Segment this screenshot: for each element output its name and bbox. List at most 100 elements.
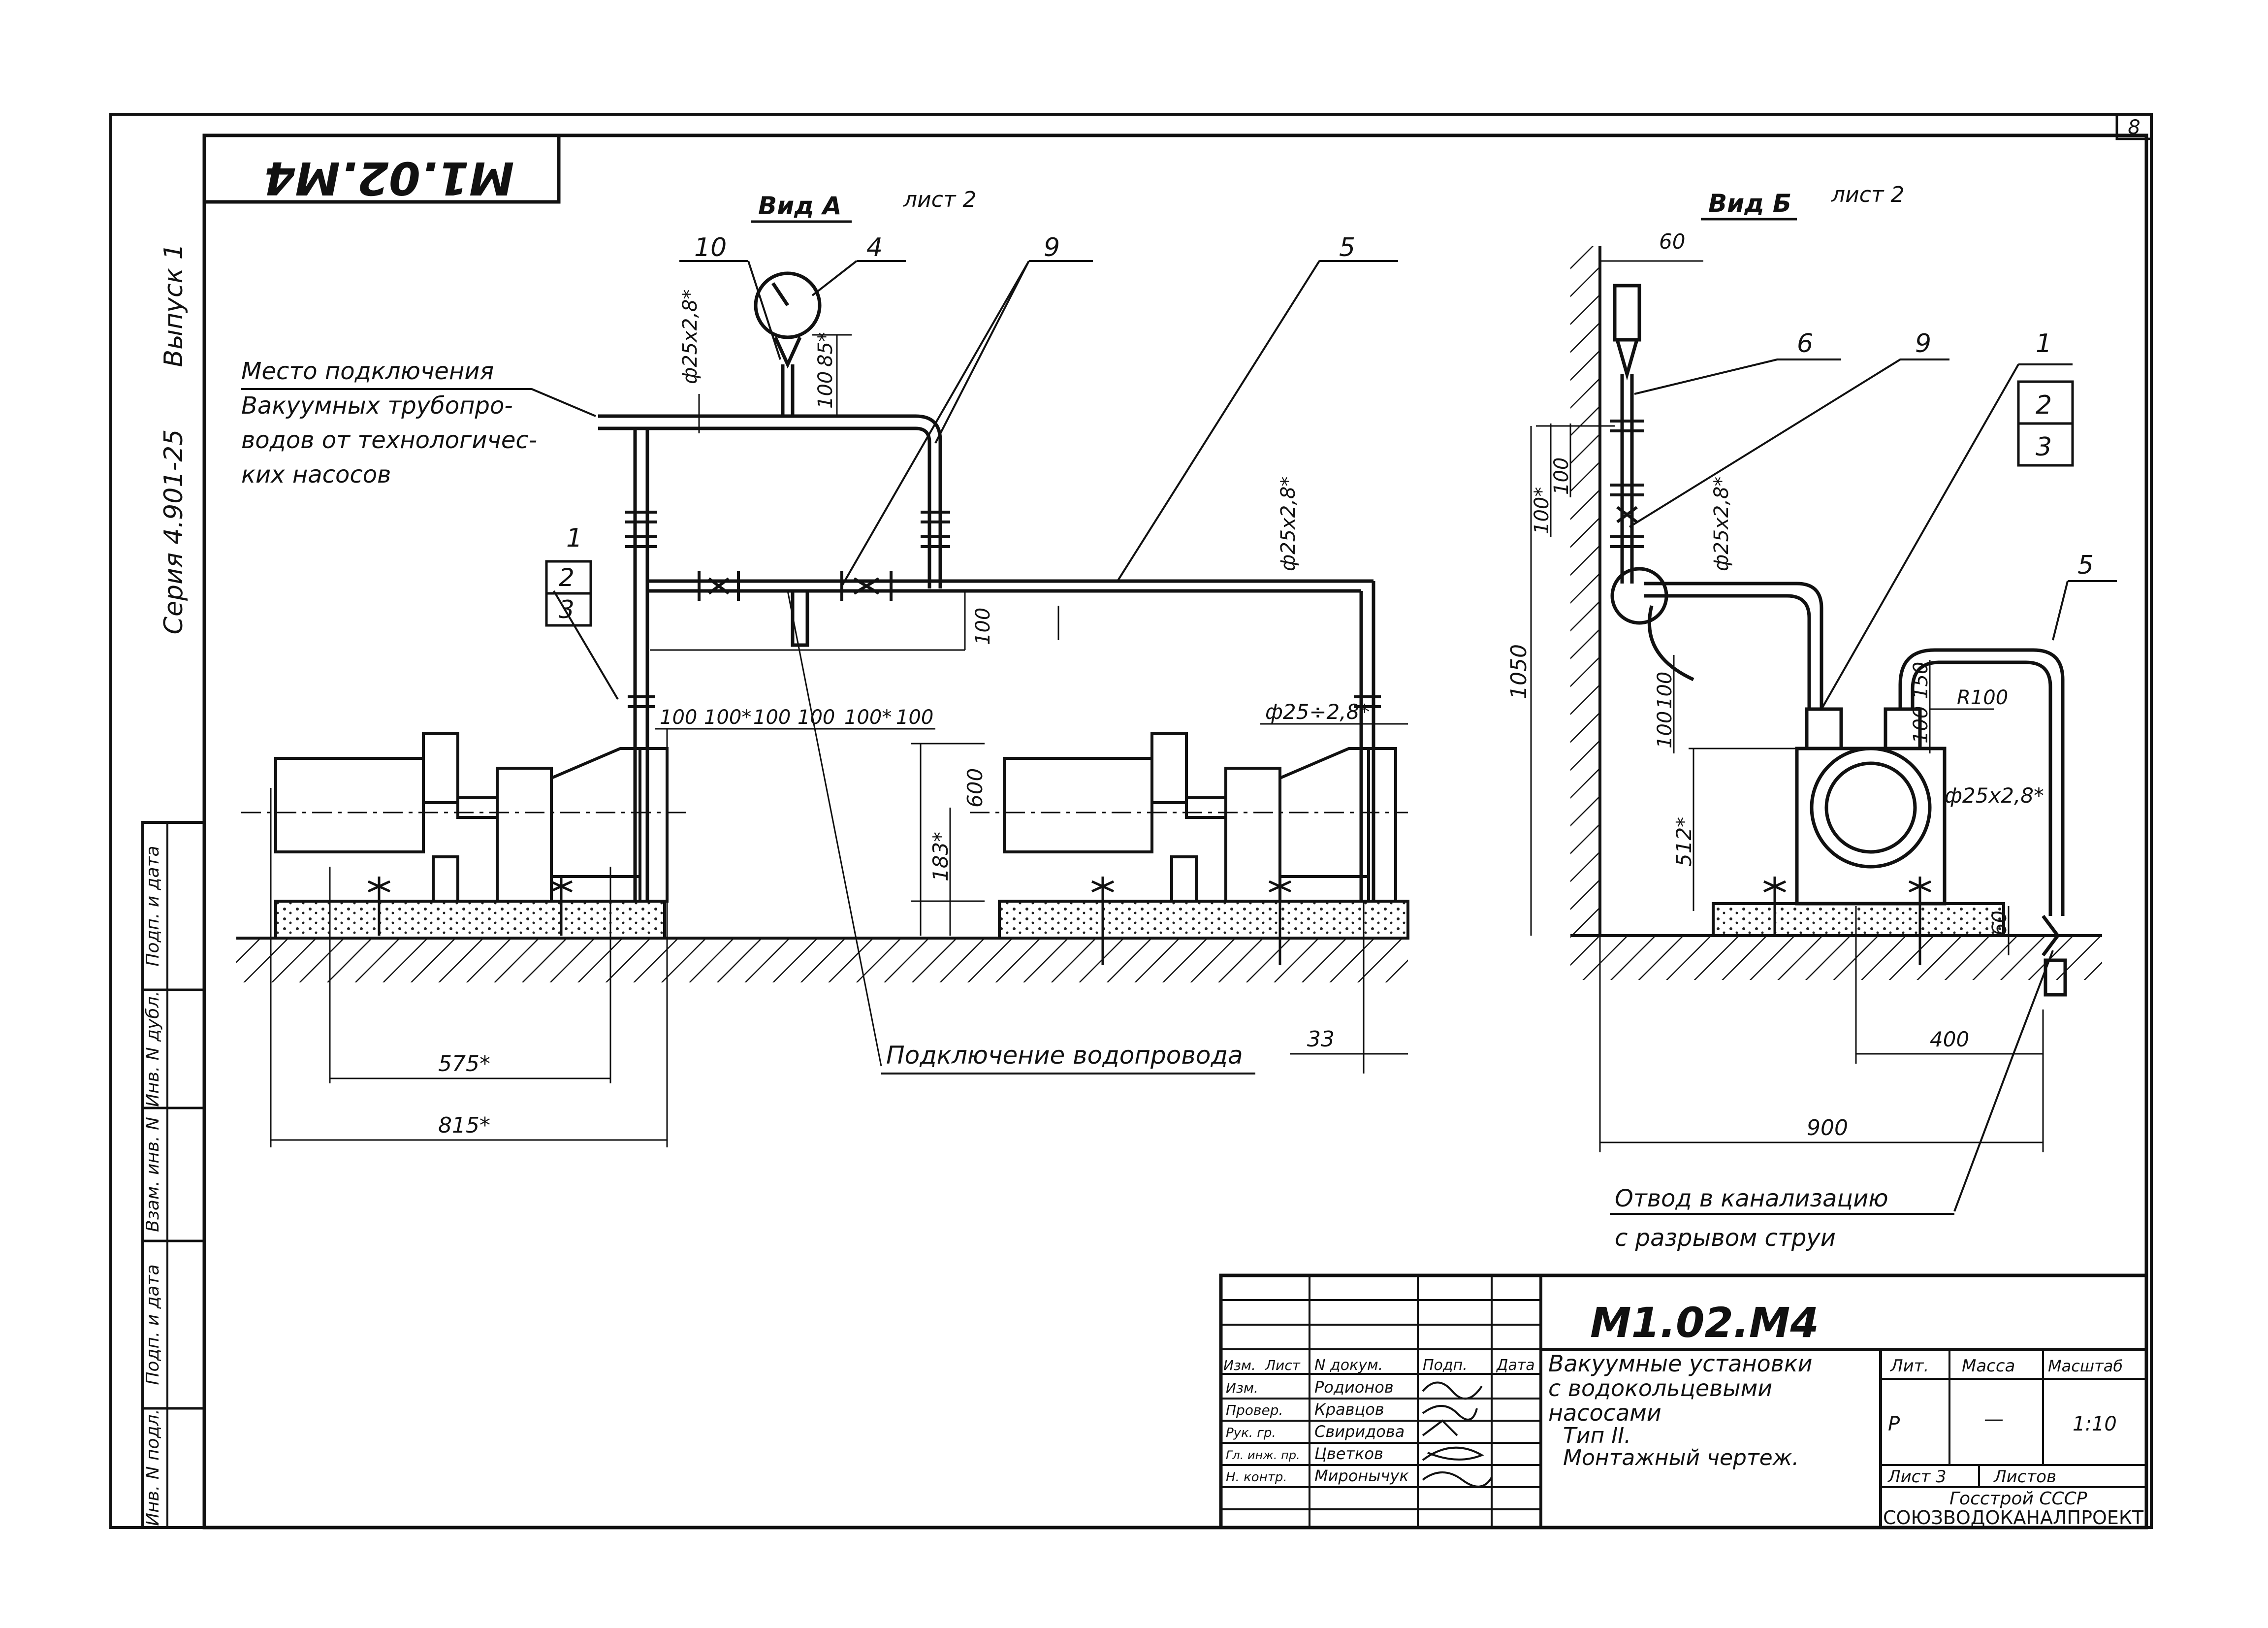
- callout-b-9: 9: [1915, 329, 1931, 358]
- dimensions-view-a: [270, 334, 1408, 1147]
- tb-lit-label: Лит.: [1889, 1356, 1929, 1376]
- sheet-frame: [109, 113, 2153, 1530]
- wall-hatch-b: [1570, 246, 1600, 936]
- ground-hatch-a: [236, 938, 1408, 982]
- dim-b-100: 100: [1550, 457, 1573, 495]
- tb-role-5: Н. контр.: [1226, 1470, 1287, 1485]
- dimensions-view-b: [1530, 260, 2044, 1152]
- dim-b-100b: 100: [1654, 711, 1676, 749]
- dim-a-pipe-lower: ф25÷2,8*: [1265, 700, 1370, 724]
- callout-a-1: 1: [566, 523, 582, 553]
- dim-b-100a: 100: [1654, 672, 1676, 709]
- tb-role-1: Изм.: [1226, 1380, 1258, 1396]
- top-code-text: M1.02.M4: [263, 152, 514, 204]
- tb-code: M1.02.M4: [1590, 1299, 1819, 1347]
- note-line-3: водов от технологичес-: [241, 426, 537, 454]
- dim-a-row-4: 100: [798, 706, 835, 729]
- slab-a2: [998, 900, 1409, 940]
- tb-col-date: Дата: [1496, 1357, 1535, 1374]
- connection-note: Место подключения Вакуумных трубопро- во…: [241, 358, 596, 488]
- dim-a-183: 183*: [928, 832, 953, 881]
- callouts-view-b: [1629, 358, 2117, 1212]
- issue-text: Выпуск 1: [159, 243, 189, 367]
- tb-mass-label: Масса: [1962, 1356, 2015, 1376]
- tb-title-5: Монтажный чертеж.: [1563, 1445, 1799, 1470]
- tb-org-1: Госстрой СССР: [1949, 1489, 2087, 1509]
- valves-view-b: [1610, 420, 1644, 548]
- ground-hatch-b: [1570, 936, 2102, 980]
- dim-a-575: 575*: [438, 1051, 490, 1076]
- anchor-bolts-a: [367, 877, 1292, 965]
- drain-label-2: с разрывом струи: [1615, 1224, 1836, 1252]
- water-supply-label: Подключение водопровода: [886, 1041, 1243, 1070]
- dim-b-100c: 100: [1910, 706, 1932, 744]
- pump-body-b: [1795, 707, 1947, 906]
- pump-unit-1: [241, 732, 689, 903]
- dim-b-pipe-vert: ф25x2,8*: [1710, 477, 1733, 571]
- callout-a-2: 2: [559, 563, 575, 592]
- view-a-sheet-ref: лист 2: [903, 187, 977, 212]
- dim-b-1050: 1050: [1506, 644, 1532, 699]
- tb-role-4: Гл. инж. пр.: [1226, 1448, 1300, 1462]
- dim-a-100: 100: [814, 371, 837, 409]
- slab-b: [1712, 902, 2005, 937]
- valves-view-a: [625, 511, 1381, 708]
- tb-col-doc: N докум.: [1314, 1357, 1383, 1374]
- dim-b-900: 900: [1807, 1115, 1848, 1140]
- callout-a-5: 5: [1339, 233, 1355, 262]
- pressure-gauge-icon: [754, 271, 822, 369]
- callout-b-5: 5: [2077, 551, 2094, 580]
- tb-scale-value: 1:10: [2073, 1413, 2117, 1435]
- tb-role-2: Провер.: [1226, 1402, 1283, 1418]
- dim-a-100-side: 100: [972, 608, 994, 645]
- callout-a-3: 3: [559, 595, 575, 624]
- callout-b-1: 1: [2036, 329, 2052, 358]
- tb-title-3: насосами: [1548, 1400, 1661, 1426]
- strip-cell-1: Подп. и дата: [143, 846, 163, 966]
- tb-role-3: Рук. гр.: [1226, 1426, 1276, 1440]
- strip-cell-5: Инв. N подл.: [143, 1409, 163, 1526]
- tb-scale-label: Масштаб: [2048, 1357, 2123, 1375]
- dim-a-33: 33: [1307, 1027, 1335, 1052]
- callouts-view-a: [553, 260, 1398, 700]
- callout-b-6: 6: [1797, 329, 1813, 358]
- piping-view-b: [1610, 284, 2067, 997]
- tb-col-sign: Подп.: [1423, 1357, 1468, 1374]
- dim-a-row-5: 100*: [844, 706, 892, 729]
- note-line-2: Вакуумных трубопро-: [241, 392, 513, 420]
- dim-a-85: 85*: [814, 332, 837, 367]
- tb-sheet-label: Лист 3: [1887, 1467, 1947, 1487]
- title-block: M1.02.M4 Вакуумные установки с водокольц…: [1219, 1273, 2148, 1530]
- slab-a1: [274, 900, 666, 940]
- dim-b-60-side: 60: [1988, 911, 2011, 936]
- strip-cell-4: Подп. и дата: [143, 1264, 163, 1385]
- signatures: [1422, 1381, 1493, 1488]
- top-code-box: M1.02.M4: [202, 133, 561, 204]
- dim-b-400: 400: [1930, 1027, 1969, 1051]
- dim-a-600: 600: [963, 768, 987, 808]
- dim-a-row-6: 100: [896, 706, 933, 729]
- tb-title-1: Вакуумные установки: [1548, 1350, 1813, 1377]
- pump-unit-2: [970, 732, 1408, 903]
- callout-a-9: 9: [1044, 233, 1060, 262]
- drain-label-1: Отвод в канализацию: [1615, 1185, 1888, 1212]
- dim-b-r100: R100: [1957, 686, 2008, 709]
- tb-name-1: Родионов: [1314, 1378, 1394, 1397]
- tb-sheets-label: Листов: [1993, 1467, 2056, 1487]
- dim-b-pipe-right: ф25x2,8*: [1945, 783, 2044, 808]
- callout-a-4: 4: [866, 233, 883, 262]
- tb-name-3: Свиридова: [1314, 1422, 1405, 1441]
- tb-name-2: Кравцов: [1314, 1400, 1384, 1419]
- tb-org-2: СОЮЗВОДОКАНАЛПРОЕКТ: [1883, 1507, 2144, 1529]
- dim-a-row-2: 100*: [704, 706, 751, 729]
- dim-b-60-top: 60: [1659, 229, 1685, 254]
- dim-a-815: 815*: [438, 1113, 490, 1138]
- dim-b-512: 512*: [1672, 817, 1696, 867]
- view-a: Вид А лист 2: [236, 187, 1409, 1147]
- callout-b-3: 3: [2036, 432, 2052, 462]
- view-b-sheet-ref: лист 2: [1831, 182, 1905, 207]
- view-b-title: Вид Б: [1708, 189, 1791, 218]
- strip-cell-2: Инв. N дубл.: [143, 991, 163, 1107]
- strip-cell-3: Взам. инв. N: [143, 1117, 163, 1232]
